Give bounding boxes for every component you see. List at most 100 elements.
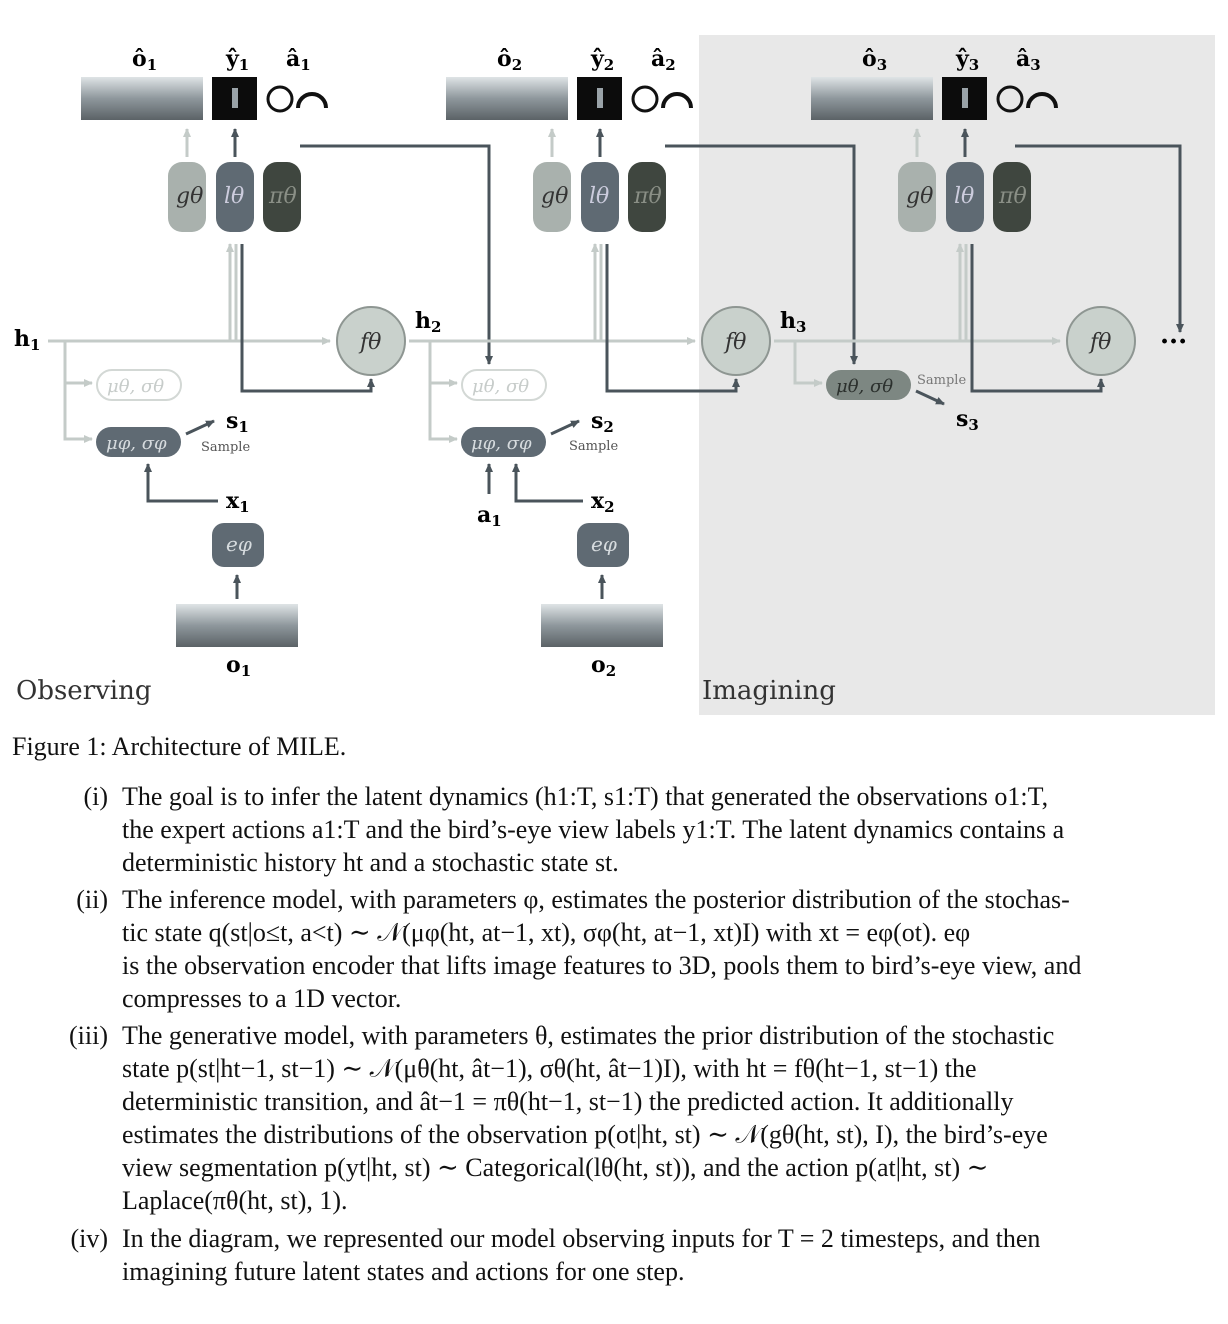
input-camera-image [541, 604, 663, 647]
prior-node [96, 369, 182, 401]
l-theta-label: lθ [224, 184, 244, 209]
speedometer-icon [661, 92, 693, 109]
item-line: imagining future latent states and actio… [122, 1257, 685, 1286]
item-number: (i) [83, 782, 108, 811]
timestep-3: ô3 ŷ3 â3 gθ lθ πθ h3 fθ μθ, σθ s3 Sample… [774, 46, 1187, 434]
prior-node [461, 369, 547, 401]
item-line: deterministic transition, and ât−1 = πθ(… [122, 1087, 1014, 1116]
item-text: The inference model, with parameters φ, … [122, 883, 1216, 1015]
steering-wheel-icon [996, 85, 1024, 113]
x-label: x2 [591, 488, 615, 516]
a-hat-label: â3 [1016, 46, 1041, 74]
s-label: s3 [956, 406, 979, 434]
pi-theta-node [993, 162, 1031, 232]
y-hat-label: ŷ3 [955, 46, 979, 74]
input-camera-image [176, 604, 298, 647]
f-theta-label: fθ [1088, 330, 1111, 355]
sample-label: Sample [201, 440, 250, 455]
timestep-1: ô1 ŷ1 â1 gθ lθ πθ h1 fθ μθ, σθ μφ, σφ s1… [14, 46, 493, 680]
l-theta-node [946, 162, 984, 232]
h-label: h3 [780, 308, 806, 336]
item-line: estimates the distributions of the obser… [122, 1120, 1048, 1149]
imagining-label: Imagining [702, 676, 836, 706]
x-label: x1 [226, 488, 250, 516]
y-hat-label: ŷ2 [590, 46, 614, 74]
item-line: view segmentation p(yt|ht, st) ∼ Categor… [122, 1153, 989, 1182]
timestep-2: ô2 ŷ2 â2 gθ lθ πθ h2 fθ μθ, σθ μφ, σφ s2… [409, 46, 858, 680]
prior-label: μθ, σθ [836, 376, 893, 397]
item-line: is the observation encoder that lifts im… [122, 951, 1082, 980]
item-text: The goal is to infer the latent dynamics… [122, 780, 1216, 879]
g-theta-node [168, 162, 206, 232]
l-theta-label: lθ [954, 184, 974, 209]
o-hat-label: ô3 [862, 46, 887, 74]
o-label: o2 [591, 652, 616, 680]
a-hat-label: â1 [286, 46, 311, 74]
g-theta-label: gθ [541, 184, 568, 209]
y-hat-label: ŷ1 [225, 46, 249, 74]
prior-label: μθ, σθ [107, 376, 164, 397]
ellipsis: ··· [1160, 327, 1187, 357]
encoder-label: eφ [226, 532, 252, 556]
mile-architecture-diagram: Observing Imagining ô1 ŷ1 â1 gθ lθ πθ h1… [14, 35, 1215, 715]
item-line: deterministic history ht and a stochasti… [122, 848, 619, 877]
a-label: a1 [477, 502, 502, 530]
posterior-label: μφ, σφ [471, 433, 532, 454]
predicted-camera-image [81, 77, 203, 120]
encoder-node [212, 523, 264, 567]
pi-theta-node [263, 162, 301, 232]
a-hat-label: â2 [651, 46, 676, 74]
posterior-node [461, 427, 546, 457]
imagining-region [699, 35, 1215, 715]
item-line: tic state q(st|o≤t, a<t) ∼ 𝒩(μφ(ht, at−1… [122, 918, 971, 947]
encoder-label: eφ [591, 532, 617, 556]
predicted-camera-image [811, 77, 933, 120]
g-theta-label: gθ [176, 184, 203, 209]
o-hat-label: ô1 [132, 46, 157, 74]
item-line: compresses to a 1D vector. [122, 984, 402, 1013]
item-number: (ii) [76, 885, 108, 914]
l-theta-node [216, 162, 254, 232]
observing-label: Observing [16, 676, 152, 706]
l-theta-node [581, 162, 619, 232]
h-label: h2 [415, 308, 441, 336]
item-line: The goal is to infer the latent dynamics… [122, 782, 1049, 811]
steering-wheel-icon [631, 85, 659, 113]
posterior-node [96, 427, 181, 457]
f-theta-label: fθ [358, 330, 381, 355]
o-hat-label: ô2 [497, 46, 522, 74]
g-theta-label: gθ [906, 184, 933, 209]
o-label: o1 [226, 652, 251, 680]
prior-node [826, 370, 911, 400]
g-theta-node [533, 162, 571, 232]
pi-theta-label: πθ [268, 184, 297, 209]
item-line: The inference model, with parameters φ, … [122, 885, 1070, 914]
steering-wheel-icon [266, 85, 294, 113]
item-line: Laplace(πθ(ht, st), 1). [122, 1186, 348, 1215]
prior-label: μθ, σθ [472, 376, 529, 397]
speedometer-icon [296, 92, 328, 109]
h-label: h1 [14, 326, 40, 354]
s-label: s2 [591, 408, 614, 436]
f-theta-label: fθ [723, 330, 746, 355]
item-text: The generative model, with parameters θ,… [122, 1019, 1216, 1217]
f-theta-node [1066, 306, 1136, 376]
f-theta-node [336, 306, 406, 376]
pi-theta-label: πθ [633, 184, 662, 209]
predicted-camera-image [446, 77, 568, 120]
item-text: In the diagram, we represented our model… [122, 1222, 1216, 1288]
figure-caption: Figure 1: Architecture of MILE. [12, 732, 347, 761]
sample-label: Sample [917, 373, 966, 388]
f-theta-node [701, 306, 771, 376]
sample-label: Sample [569, 439, 618, 454]
speedometer-icon [1026, 92, 1058, 109]
s-label: s1 [226, 408, 249, 436]
pi-theta-node [628, 162, 666, 232]
l-theta-label: lθ [589, 184, 609, 209]
item-number: (iv) [70, 1224, 108, 1253]
g-theta-node [898, 162, 936, 232]
posterior-label: μφ, σφ [106, 433, 167, 454]
item-line: The generative model, with parameters θ,… [122, 1021, 1055, 1050]
item-number: (iii) [69, 1021, 108, 1050]
encoder-node [577, 523, 629, 567]
